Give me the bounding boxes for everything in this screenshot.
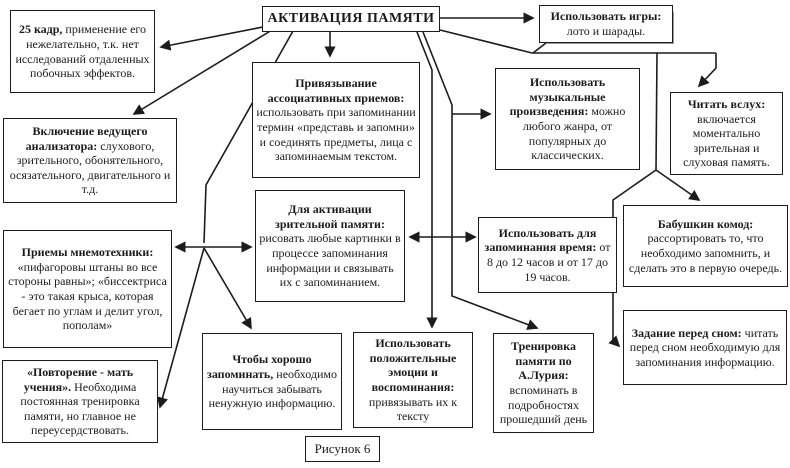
box-frame-25: 25 кадр, применение его нежелательно, т.… <box>10 10 155 93</box>
box-lead: Задание перед сном: <box>631 325 742 340</box>
box-luria-training: Тренировка памяти по А.Лурия: вспоминать… <box>493 333 594 433</box>
box-text: можно любого жанра, от популярных до кла… <box>522 104 626 163</box>
box-lead: Использовать игры: <box>550 9 662 24</box>
box-text: читать перед сном необходимую для запоми… <box>629 325 781 369</box>
box-associative-techniques: Привязывание ассоциативных приемов: испо… <box>252 62 420 178</box>
box-lead: Привязывание ассоциативных приемов: <box>267 76 405 105</box>
box-lead: Приемы мнемотехники: <box>21 245 154 260</box>
box-text: рисовать любые картинки в процессе запом… <box>259 231 401 290</box>
arrow-title-to-luria <box>422 31 539 330</box>
line-title-to-rail <box>439 29 716 54</box>
arrow-title-to-analyzer <box>132 29 273 115</box>
box-text: необходимо научиться забывать ненужную и… <box>208 366 337 411</box>
box-lead: Включение ведущего анализатора: <box>25 123 148 153</box>
diagram-title: АКТИВАЦИЯ ПАМЯТИ <box>262 6 440 32</box>
box-leading-analyzer: Включение ведущего анализатора: слуховог… <box>3 118 177 203</box>
box-text: вспоминать в подробностях прошедший день <box>499 383 588 427</box>
box-positive-emotions: Использовать положительные эмоции и восп… <box>353 332 473 428</box>
box-repetition: «Повторение - мать учения». Необходима п… <box>2 360 158 443</box>
box-lead: Чтобы хорошо запоминать, <box>207 352 312 381</box>
arrow-apex-to-chest <box>655 169 701 201</box>
box-bedtime-task: Задание перед сном: читать перед сном не… <box>623 310 787 385</box>
box-text: применение его нежелательно, т.к. нет ис… <box>15 22 150 81</box>
box-lead: Тренировка памяти по А.Лурия: <box>511 339 576 383</box>
box-text: слухового, зрительного, обонятельного, о… <box>9 138 171 197</box>
box-forget-unneeded: Чтобы хорошо запоминать, необходимо науч… <box>202 333 342 430</box>
line-rail-to-apex <box>655 52 658 171</box>
box-use-games: Использовать игры: лото и шарады. <box>539 5 673 43</box>
box-text: включается моментально зрительная и слух… <box>683 111 770 170</box>
figure-caption-label: Рисунок 6 <box>314 441 371 457</box>
diagram-title-label: АКТИВАЦИЯ ПАМЯТИ <box>267 11 435 27</box>
box-grandma-chest: Бабушкин комод: рассортировать то, что н… <box>623 205 788 287</box>
box-text: рассортировать то, что необходимо запомн… <box>628 231 783 275</box>
box-read-aloud: Читать вслух: включается моментально зри… <box>670 92 783 175</box>
box-text: «пифагоровы штаны во все стороны равны»;… <box>8 259 167 333</box>
arrow-hub-to-forget <box>203 247 252 330</box>
box-lead: Использовать для запоминания время: <box>484 225 597 255</box>
box-music-pieces: Использовать музыкальные произведения: м… <box>495 68 640 170</box>
box-mnemonics: Приемы мнемотехники: «пифагоровы штаны в… <box>3 230 172 348</box>
box-lead: «Повторение - мать учения». <box>23 364 134 394</box>
box-lead: Использовать положительные эмоции и восп… <box>369 336 457 394</box>
box-text: использовать при запоминании термин «пре… <box>256 105 416 164</box>
box-memorizing-time: Использовать для запоминания время: от 8… <box>478 217 617 293</box>
box-lead: Для активации зрительной памяти: <box>275 202 385 231</box>
arrow-rail-to-aloud <box>697 53 717 88</box>
box-lead: Бабушкин комод: <box>657 216 754 231</box>
box-lead: Использовать музыкальные произведения: <box>509 75 606 119</box>
box-text: Необходима постоянная тренировка памяти,… <box>20 379 140 438</box>
line-games-to-rail <box>532 42 547 54</box>
box-visual-memory: Для активации зрительной памяти: рисоват… <box>255 190 405 302</box>
figure-caption: Рисунок 6 <box>305 436 380 462</box>
box-lead: Читать вслух: <box>687 96 766 111</box>
box-lead: 25 кадр, <box>18 22 63 37</box>
arrow-title-to-frame25 <box>159 25 269 51</box>
arrow-hub-to-repetition <box>157 247 205 409</box>
box-text: от 8 до 12 часов и от 17 до 19 часов. <box>486 240 611 284</box>
box-text: привязывать их к тексту <box>368 394 458 424</box>
box-text: лото и шарады. <box>566 24 646 38</box>
